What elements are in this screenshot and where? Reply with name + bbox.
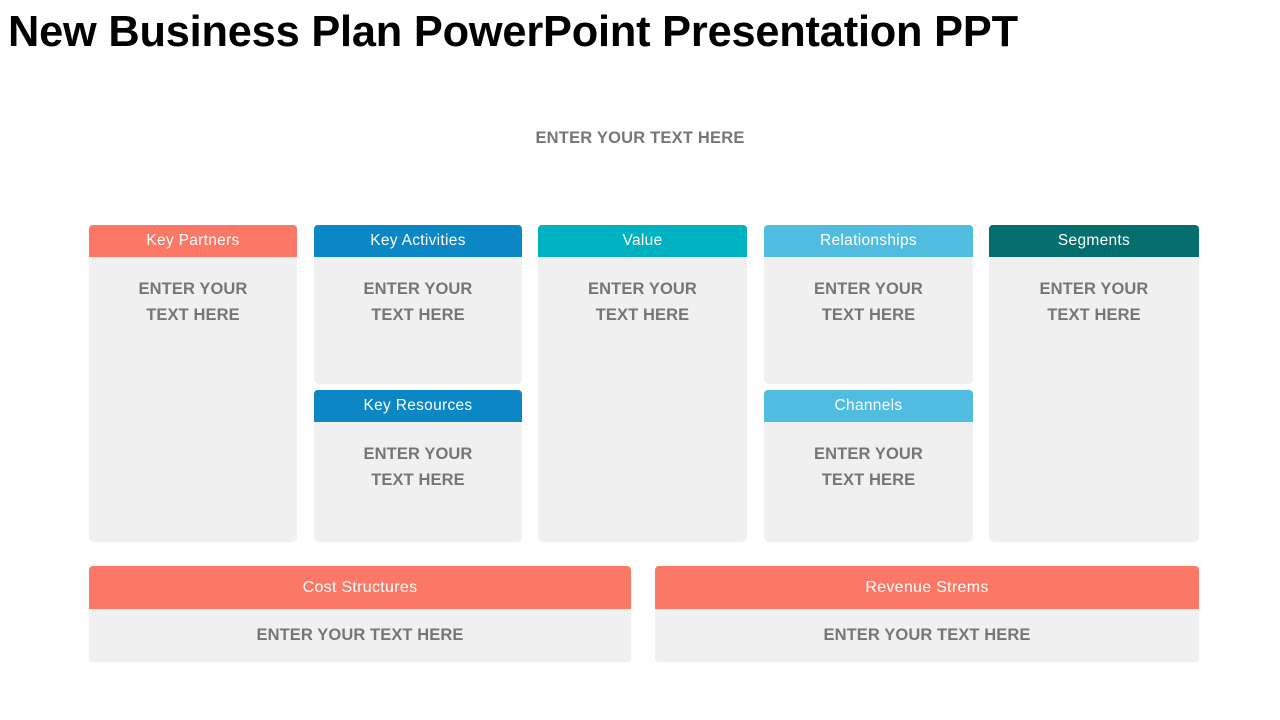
bottom-body-cost-structures[interactable]: ENTER YOUR TEXT HERE xyxy=(89,609,631,662)
page-title: New Business Plan PowerPoint Presentatio… xyxy=(8,7,1018,56)
slide-subtitle: ENTER YOUR TEXT HERE xyxy=(535,129,745,147)
canvas-header-key-resources[interactable]: Key Resources xyxy=(314,390,522,422)
bottom-bar-cost-structures: Cost Structures ENTER YOUR TEXT HERE xyxy=(89,566,631,662)
canvas-header-key-partners[interactable]: Key Partners xyxy=(89,225,297,257)
canvas-header-channels[interactable]: Channels xyxy=(764,390,973,422)
canvas-header-value[interactable]: Value xyxy=(538,225,747,257)
bottom-body-revenue-strems[interactable]: ENTER YOUR TEXT HERE xyxy=(655,609,1199,662)
bottom-header-revenue-strems[interactable]: Revenue Strems xyxy=(655,566,1199,609)
bottom-header-cost-structures[interactable]: Cost Structures xyxy=(89,566,631,609)
canvas-header-segments[interactable]: Segments xyxy=(989,225,1199,257)
canvas-header-relationships[interactable]: Relationships xyxy=(764,225,973,257)
bottom-bar-revenue-strems: Revenue Strems ENTER YOUR TEXT HERE xyxy=(655,566,1199,662)
canvas-header-key-activities[interactable]: Key Activities xyxy=(314,225,522,257)
